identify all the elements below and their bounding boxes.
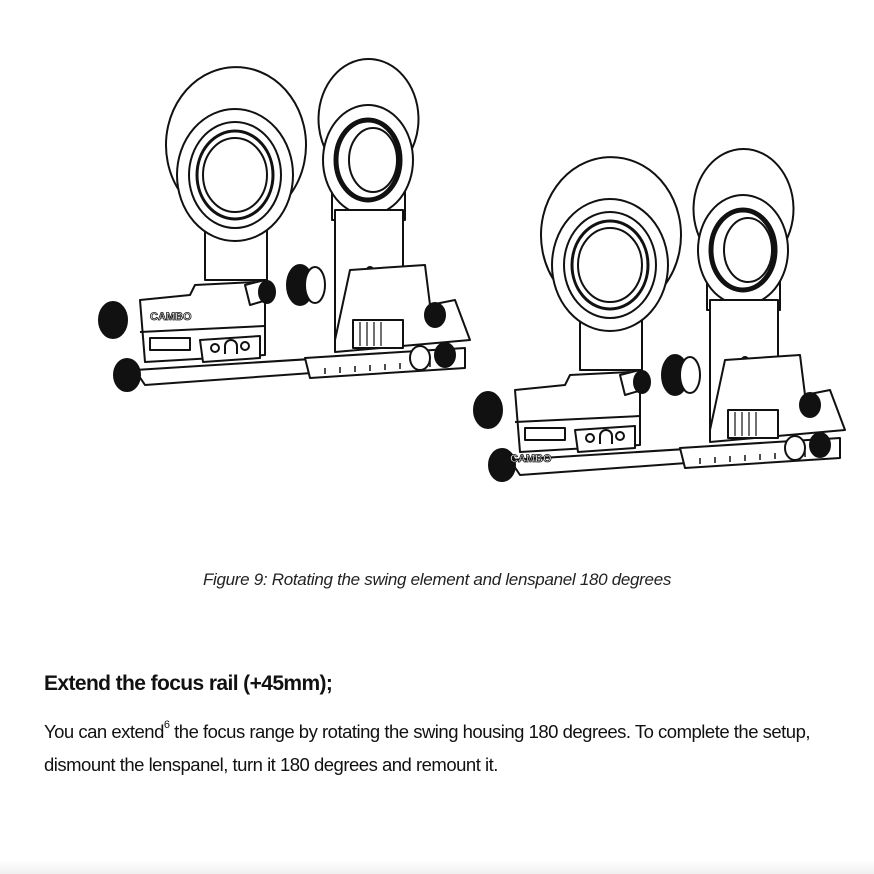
cambo-logo: CAMBO <box>510 453 552 465</box>
page-bottom-edge <box>0 860 874 874</box>
paragraph-text-start: You can extend <box>44 721 164 742</box>
paragraph-text-end: the focus range by rotating the swing ho… <box>44 721 811 775</box>
figure-caption: Figure 9: Rotating the swing element and… <box>202 570 672 589</box>
camera-assembly-rotated: CAMBO <box>474 149 845 481</box>
footnote-reference[interactable]: 6 <box>163 719 170 731</box>
camera-assembly-standard: CAMBO <box>99 59 470 391</box>
figure-camera-illustration: CAMBO CAMBO <box>0 0 874 560</box>
cambo-logo: CAMBO <box>150 311 192 323</box>
section-heading: Extend the focus rail (+45mm); <box>44 672 333 695</box>
body-paragraph: You can extend6 the focus range by rotat… <box>44 715 824 781</box>
